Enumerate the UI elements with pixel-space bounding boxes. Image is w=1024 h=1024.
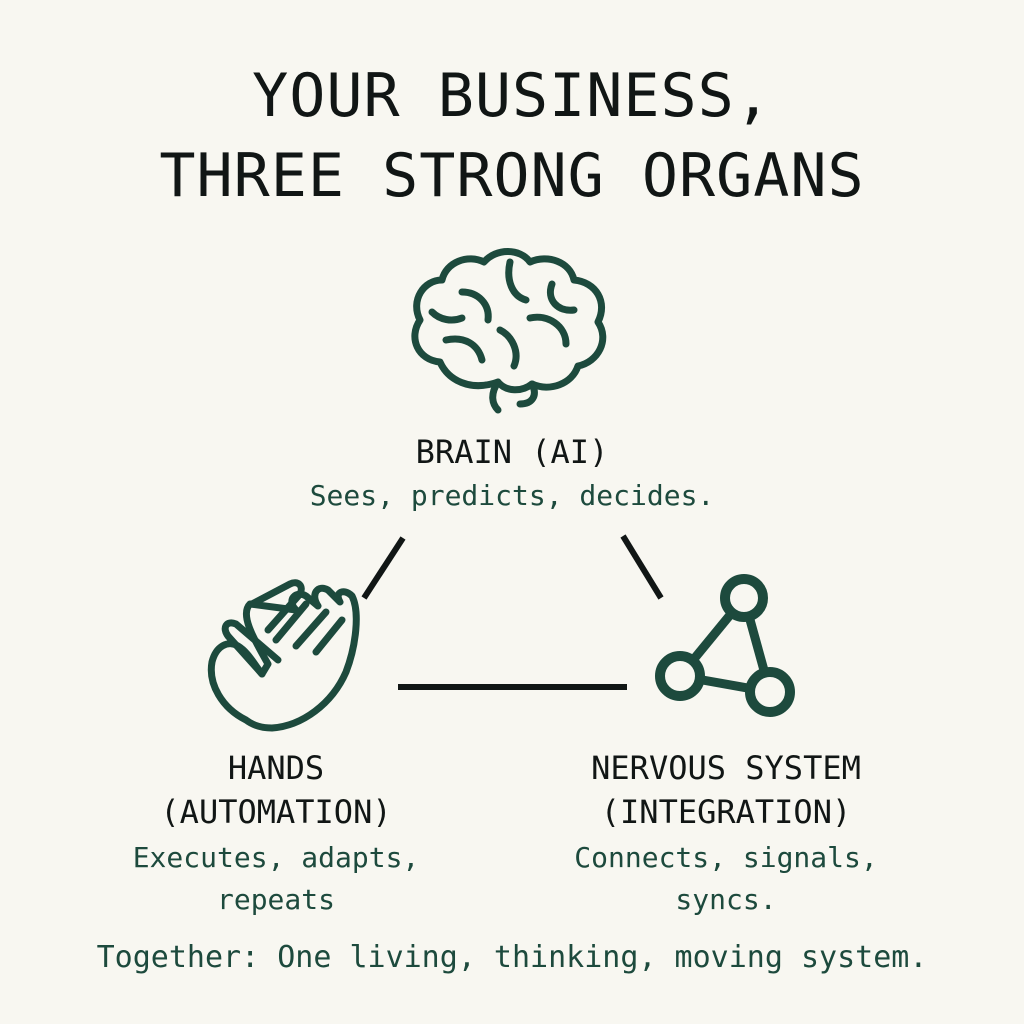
nervous-system-label-line-1: NERVOUS SYSTEM bbox=[591, 749, 861, 787]
network-icon bbox=[655, 574, 795, 717]
brain-label: BRAIN (AI) bbox=[415, 433, 609, 471]
hands-description-line-1: Executes, adapts, bbox=[132, 841, 420, 874]
nervous-system-description: Connects, signals, syncs. bbox=[536, 837, 916, 921]
nervous-system-description-line-1: Connects, signals, bbox=[574, 841, 878, 874]
nervous-system-label: NERVOUS SYSTEM (INTEGRATION) bbox=[526, 746, 926, 834]
connector-brain-nervous bbox=[620, 534, 664, 600]
hands-label-line-2: (AUTOMATION) bbox=[160, 793, 392, 831]
nervous-system-label-line-2: (INTEGRATION) bbox=[600, 793, 852, 831]
title-line-1: YOUR BUSINESS, bbox=[252, 61, 772, 131]
hands-description: Executes, adapts, repeats bbox=[86, 837, 466, 921]
hands-description-line-2: repeats bbox=[216, 883, 335, 916]
hands-label: HANDS (AUTOMATION) bbox=[76, 746, 476, 834]
hands-label-line-1: HANDS bbox=[227, 749, 325, 787]
hand-icon bbox=[207, 579, 360, 732]
brain-icon bbox=[411, 248, 607, 414]
title-line-2: THREE STRONG ORGANS bbox=[159, 141, 865, 211]
brain-description: Sees, predicts, decides. bbox=[309, 479, 715, 512]
connector-brain-hands bbox=[361, 536, 406, 600]
footer-tagline: Together: One living, thinking, moving s… bbox=[96, 940, 928, 975]
nervous-system-description-line-2: syncs. bbox=[675, 883, 777, 916]
